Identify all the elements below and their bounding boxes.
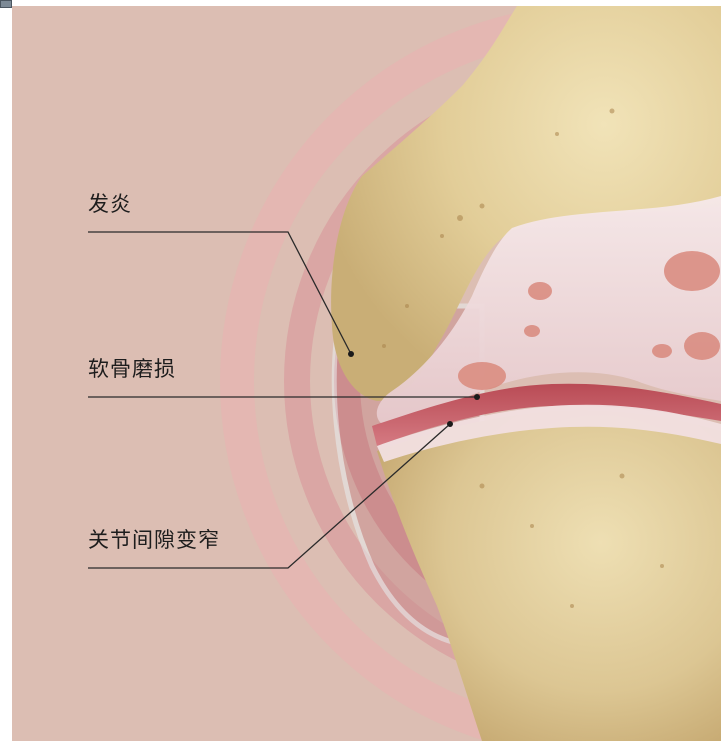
label-cartilage-wear: 软骨磨损 [88, 353, 176, 383]
joint-space-marker [447, 421, 453, 427]
label-inflammation: 发炎 [88, 188, 132, 218]
cartilage-wear-marker [474, 394, 480, 400]
label-joint-space-narrowing: 关节间隙变窄 [88, 524, 220, 554]
inflammation-marker [348, 351, 354, 357]
window-thumbnail-icon [0, 0, 12, 8]
knee-joint-illustration: 发炎 软骨磨损 关节间隙变窄 [12, 6, 721, 741]
